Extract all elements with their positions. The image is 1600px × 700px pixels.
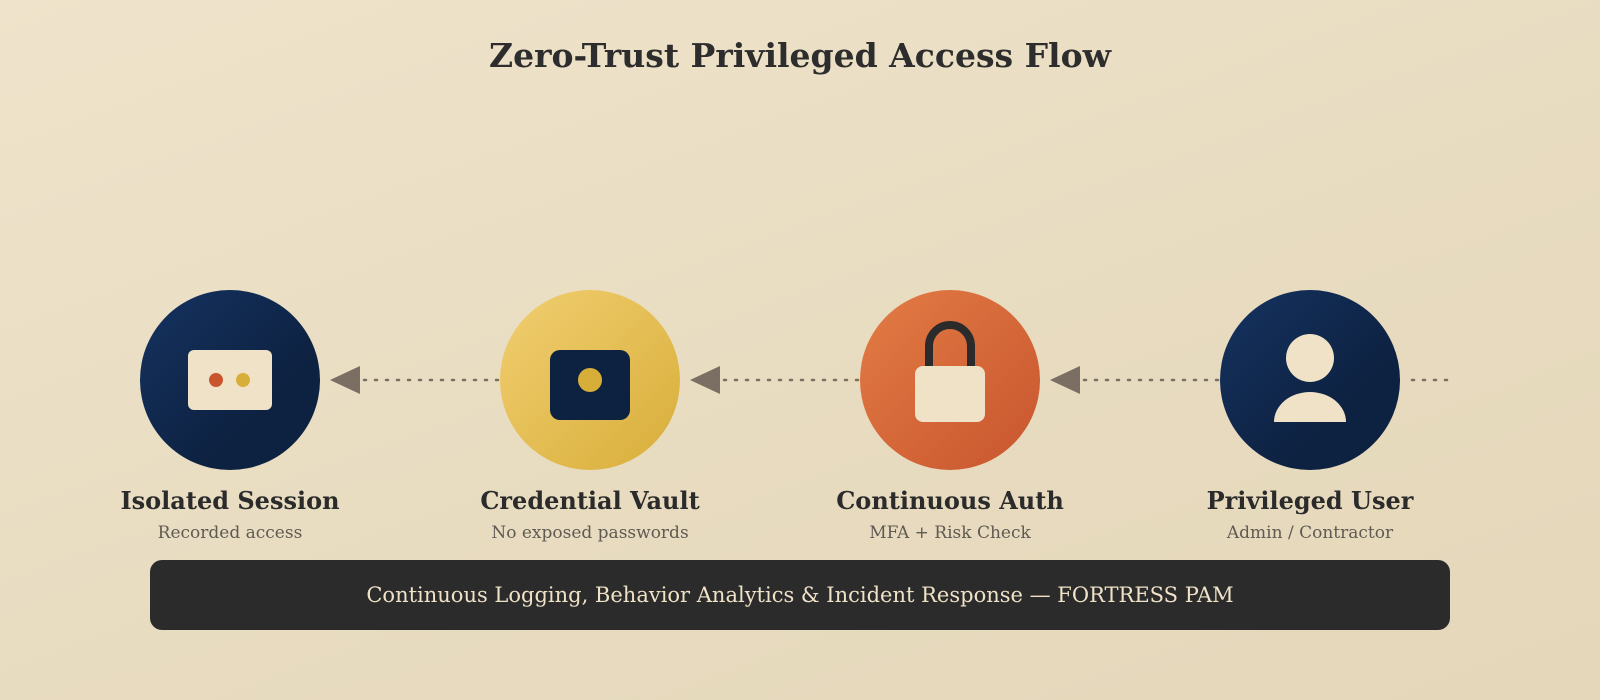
- node-continuous-auth: [860, 290, 1040, 470]
- node-label: Isolated Session: [120, 486, 340, 515]
- diagram-title: Zero-Trust Privileged Access Flow: [489, 36, 1111, 75]
- node-label: Credential Vault: [480, 486, 700, 515]
- node-credential-vault: [500, 290, 680, 470]
- node-privileged-user: [1220, 290, 1400, 470]
- footer-banner: Continuous Logging, Behavior Analytics &…: [150, 560, 1450, 630]
- node-label: Continuous Auth: [836, 486, 1064, 515]
- node-sublabel: Recorded access: [157, 523, 303, 543]
- node-isolated-session: [140, 290, 320, 470]
- session-icon: [188, 350, 272, 410]
- banner-text: Continuous Logging, Behavior Analytics &…: [366, 583, 1234, 607]
- node-sublabel: No exposed passwords: [491, 523, 689, 543]
- user-icon: [1274, 334, 1346, 422]
- arrowhead-icon: [690, 366, 720, 394]
- vault-icon: [550, 350, 630, 420]
- node-sublabel: Admin / Contractor: [1226, 523, 1394, 543]
- lock-icon: [915, 321, 985, 422]
- arrowhead-icon: [330, 366, 360, 394]
- node-sublabel: MFA + Risk Check: [869, 523, 1031, 543]
- node-label: Privileged User: [1206, 486, 1414, 515]
- arrowhead-icon: [1050, 366, 1080, 394]
